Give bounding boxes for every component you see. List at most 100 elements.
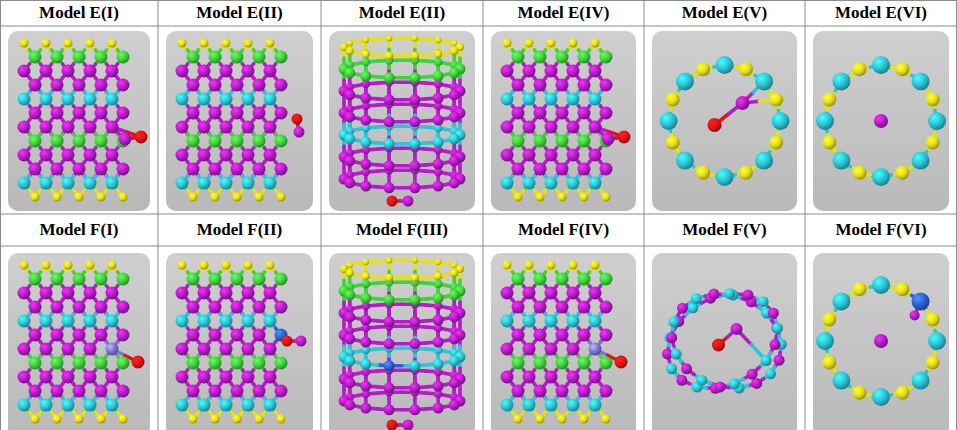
table-rule	[321, 0, 322, 430]
atom-ball	[242, 399, 255, 412]
atom-ball	[822, 93, 836, 107]
atom-ball	[409, 72, 420, 83]
atom-ball	[853, 166, 867, 180]
atom-ball	[344, 155, 355, 166]
atom-ball	[198, 93, 211, 106]
atom-ball	[211, 415, 220, 424]
atom-ball	[556, 107, 569, 120]
atom-ball	[384, 138, 395, 149]
atom-ball	[433, 93, 444, 104]
atom-ball	[567, 149, 580, 162]
atom-ball	[360, 159, 371, 170]
atom-ball	[176, 149, 189, 162]
atom-ball	[106, 93, 119, 106]
atom-ball	[344, 111, 355, 122]
atom-ball	[434, 58, 443, 67]
atom-ball	[51, 51, 64, 64]
atom-ball	[449, 155, 460, 166]
atom-ball	[253, 163, 266, 176]
atom-ball	[62, 65, 75, 78]
atom-ball	[253, 301, 266, 314]
atom-ball	[242, 149, 255, 162]
atom-ball	[40, 371, 53, 384]
atom-ball	[95, 135, 108, 148]
atom-ball	[198, 315, 211, 328]
atom-ball	[73, 329, 86, 342]
atom-group	[816, 56, 946, 186]
atom-ball	[433, 181, 444, 192]
atom-ball	[360, 137, 371, 148]
atom-ball	[29, 385, 42, 398]
atom-ball	[209, 357, 222, 370]
atom-ball	[591, 39, 600, 48]
atom-ball	[409, 160, 420, 171]
atom-ball	[117, 301, 130, 314]
table-rule	[0, 246, 957, 247]
atom-ball	[384, 72, 395, 83]
atom-ball	[62, 399, 75, 412]
atom-ball	[275, 163, 288, 176]
atom-ball	[360, 93, 371, 104]
atom-ball	[277, 193, 286, 202]
atom-ball	[411, 52, 419, 60]
atom-ball	[514, 193, 523, 202]
atom-ball	[209, 135, 222, 148]
atom-ball	[198, 177, 211, 190]
atom-ball	[264, 149, 277, 162]
atom-ball	[117, 385, 130, 398]
atom-ball	[926, 135, 940, 149]
atom-ball	[384, 94, 395, 105]
atom-ball	[755, 72, 773, 90]
atom-ball	[119, 193, 128, 202]
atom-ball	[255, 415, 264, 424]
atom-ball	[434, 50, 442, 58]
atom-ball	[73, 301, 86, 314]
atom-ball	[578, 79, 591, 92]
atom-ball	[73, 273, 86, 286]
table-rule	[158, 0, 159, 430]
atom-ball	[676, 72, 694, 90]
atom-ball	[84, 343, 97, 356]
atom-ball	[222, 261, 231, 270]
atom-ball	[176, 343, 189, 356]
panel-background	[166, 31, 313, 211]
atom-ball	[178, 39, 187, 48]
atom-ball	[73, 357, 86, 370]
bond-group	[182, 265, 301, 419]
atom-ball	[211, 193, 220, 202]
atom-ball	[233, 415, 242, 424]
atom-ball	[62, 287, 75, 300]
atom-ball	[84, 65, 97, 78]
table-rule	[805, 0, 806, 430]
atom-ball	[769, 93, 783, 107]
atom-ball	[176, 65, 189, 78]
atom-ball	[580, 193, 589, 202]
bond-group	[24, 43, 141, 197]
atom-ball	[589, 121, 602, 134]
atom-ball	[242, 121, 255, 134]
atom-ball	[97, 193, 106, 202]
atom-ball	[547, 39, 556, 48]
atom-ball	[209, 79, 222, 92]
atom-ball	[176, 371, 189, 384]
bond-group	[669, 65, 781, 177]
atom-ball	[534, 135, 547, 148]
atom-ball	[275, 357, 288, 370]
atom-ball	[244, 261, 253, 270]
atom-ball	[523, 121, 536, 134]
atom-ball	[501, 177, 514, 190]
atom-ball	[51, 107, 64, 120]
atom-ball	[231, 107, 244, 120]
atom-ball	[242, 177, 255, 190]
atom-ball	[106, 371, 119, 384]
atom-ball	[20, 261, 29, 270]
atom-ball	[344, 67, 355, 78]
atom-ball	[523, 177, 536, 190]
atom-ball	[75, 415, 84, 424]
atom-ball	[220, 121, 233, 134]
atom-ball	[242, 65, 255, 78]
atom-ball	[198, 149, 211, 162]
atom-ball	[264, 287, 277, 300]
atom-ball	[40, 315, 53, 328]
atom-ball	[119, 415, 128, 424]
